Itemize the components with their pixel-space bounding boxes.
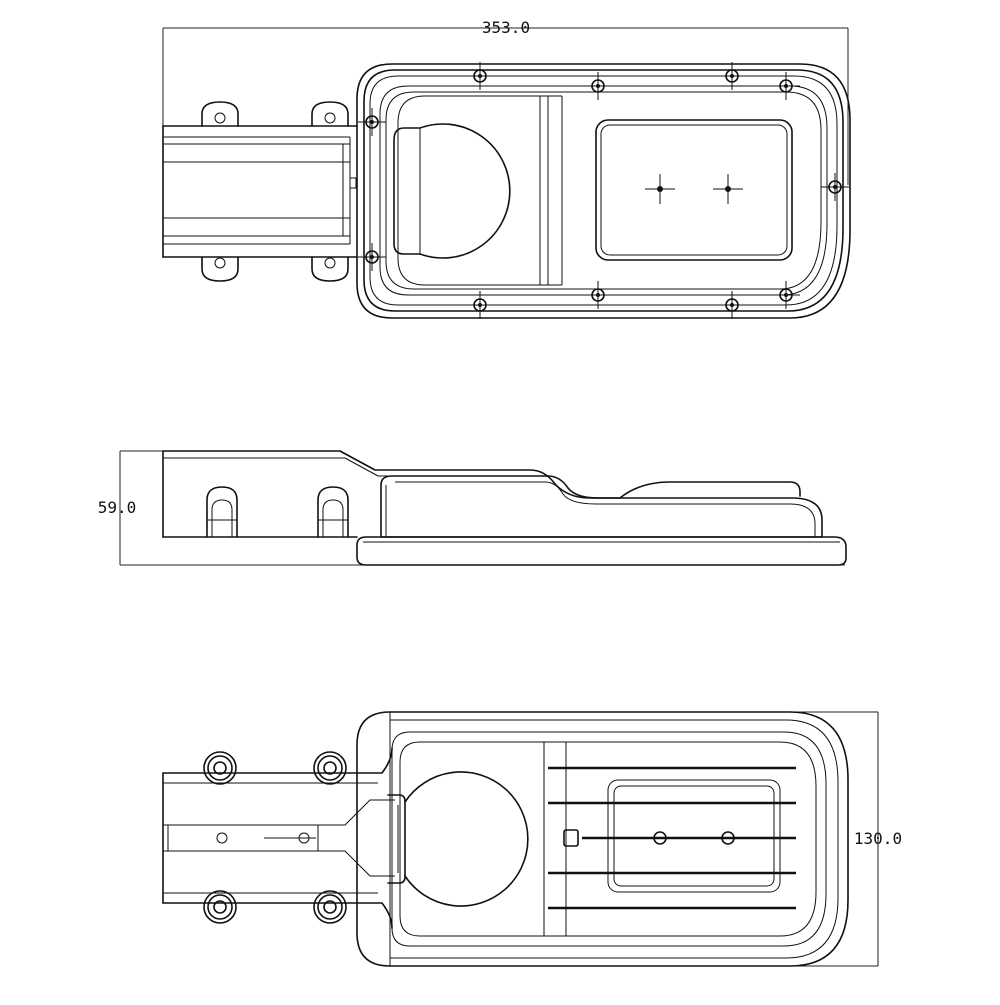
side-view: 59.0	[98, 450, 847, 566]
length-dimension: 353.0	[162, 18, 849, 255]
cooling-fins	[548, 766, 796, 910]
top-view: 353.0	[162, 18, 851, 319]
width-dimension-label: 130.0	[854, 829, 902, 848]
bottom-view: 130.0	[162, 711, 902, 967]
length-dimension-label: 353.0	[482, 18, 530, 37]
mounting-arm	[162, 101, 358, 282]
bottom-housing	[356, 711, 849, 967]
bottom-arm	[162, 747, 395, 929]
height-dimension: 59.0	[98, 450, 845, 566]
bolt-nuts	[203, 751, 347, 924]
housing-outline	[349, 63, 851, 319]
height-dimension-label: 59.0	[98, 498, 137, 517]
width-dimension: 130.0	[790, 711, 902, 967]
screw-bosses	[358, 62, 849, 319]
